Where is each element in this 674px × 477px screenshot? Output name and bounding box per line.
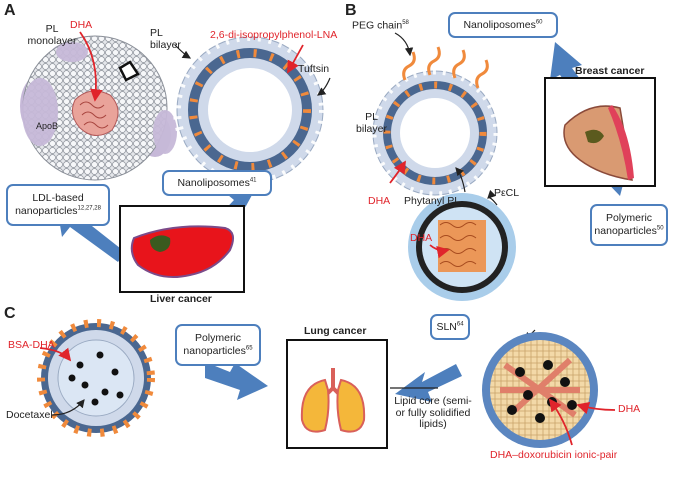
panel-label-a: A	[4, 2, 16, 19]
ldl-particle	[20, 35, 177, 181]
panel-label-b: B	[345, 2, 357, 19]
pl-bilayer-label-b: PL bilayer	[356, 111, 387, 135]
panel-label-c: C	[4, 305, 16, 322]
liver-illustration	[130, 225, 235, 278]
nano-box-b-text: Nanoliposomes	[463, 18, 536, 31]
dha-label-b2: DHA	[410, 232, 433, 244]
pecl-label: PεCL	[494, 187, 520, 199]
ldl-pore	[118, 60, 140, 82]
tuftsin-label: Tuftsin	[298, 63, 330, 75]
breast-cancer-label: Breast cancer	[575, 65, 645, 77]
propofol-lna-label: 2,6-di-isopropylphenol-LNA	[210, 29, 338, 41]
dha-label-c: DHA	[618, 403, 641, 415]
nano-box-b: Nanoliposomes60	[448, 12, 558, 38]
sln-ref: 64	[456, 321, 464, 328]
poly-ref-b: 50	[656, 225, 664, 232]
sln-box-text: SLN	[436, 320, 457, 333]
dha-label-a: DHA	[70, 19, 93, 31]
apob-label: ApoB	[36, 121, 59, 131]
docetaxel-label: Docetaxel	[6, 409, 53, 421]
breast-illustration	[563, 105, 634, 181]
ldl-box-text: LDL-based nanoparticles	[15, 192, 84, 217]
poly-box-c: Polymeric nanoparticles65	[175, 324, 261, 366]
pl-bilayer-label-a: PL bilayer	[150, 27, 181, 51]
phytanyl-label: Phytanyl PL	[404, 195, 461, 207]
liver-cancer-label: Liver cancer	[150, 293, 212, 305]
nano-ref-b: 60	[535, 19, 543, 26]
nano-box-a-text: Nanoliposomes	[177, 176, 250, 189]
dha-label-b: DHA	[368, 195, 391, 207]
poly-box-b: Polymeric nanoparticles50	[590, 204, 668, 246]
polymeric-np-b	[408, 193, 516, 301]
sln-box: SLN64	[430, 314, 470, 340]
nano-box-a: Nanoliposomes41	[162, 170, 272, 196]
lipid-core-label: Lipid core (semi- or fully solidified li…	[394, 395, 472, 431]
lung-illustration	[300, 368, 366, 433]
sln-particle	[482, 332, 598, 448]
ion-pair-label: DHA–doxorubicin ionic-pair	[490, 449, 618, 461]
peg-label: PEG chain58	[352, 19, 409, 32]
bsa-dha-particle	[37, 319, 155, 437]
poly-box-b-text: Polymeric nanoparticles	[594, 212, 657, 237]
pl-monolayer-label: PL monolayer	[27, 23, 77, 47]
poly-ref-c: 65	[245, 345, 253, 352]
bsa-dha-label: BSA-DHA	[8, 339, 55, 351]
poly-box-c-text: Polymeric nanoparticles	[183, 332, 246, 357]
ldl-box: LDL-based nanoparticles12,27,28	[6, 184, 110, 226]
nanoliposome-b	[369, 46, 501, 199]
ldl-ref: 12,27,28	[77, 205, 101, 212]
arrow-poly-lung	[205, 362, 268, 400]
arrow-sln-lung	[395, 364, 462, 402]
nanoliposome-a	[173, 33, 327, 187]
lung-cancer-label: Lung cancer	[304, 325, 367, 337]
nano-ref-a: 41	[249, 177, 257, 184]
